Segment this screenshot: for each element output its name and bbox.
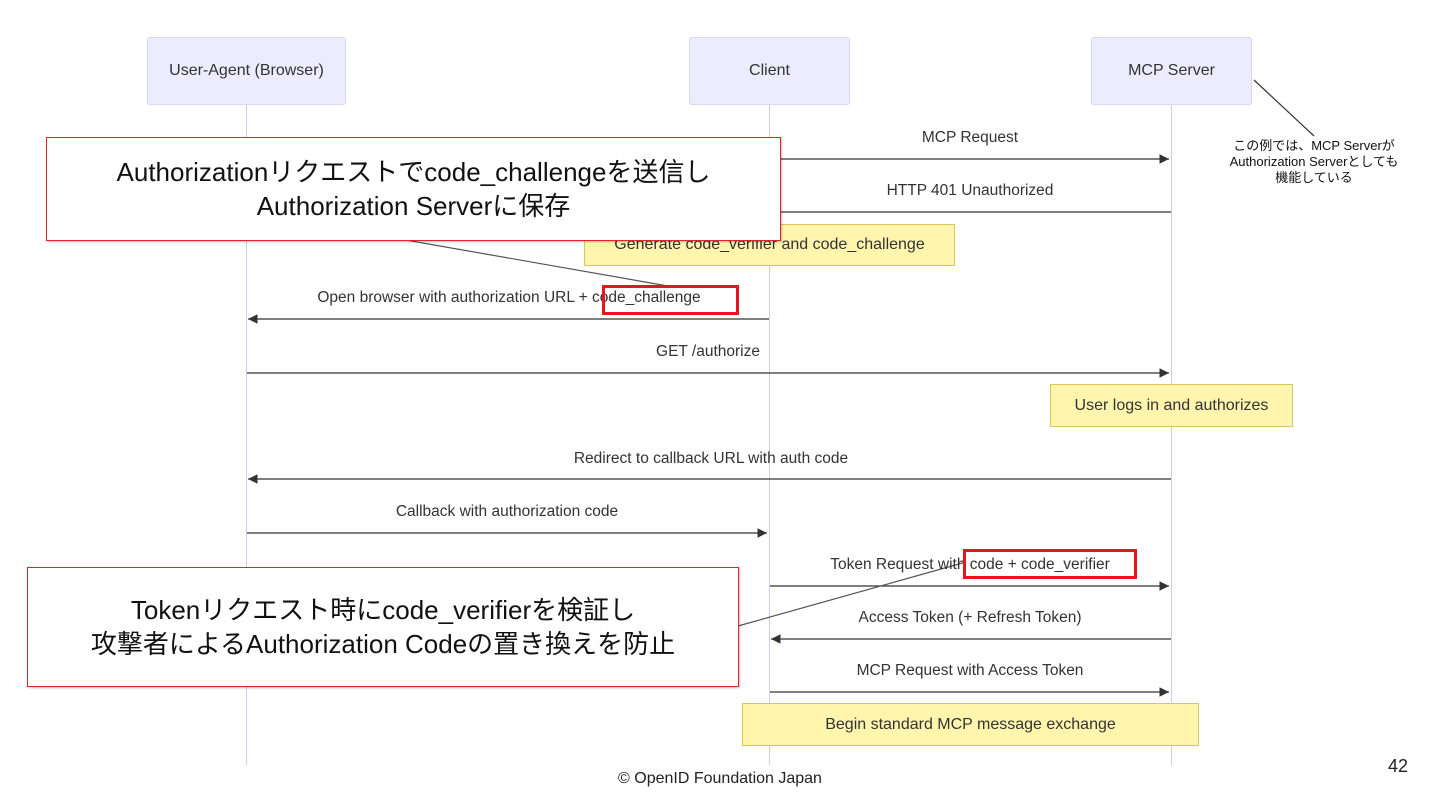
message-label: Redirect to callback URL with auth code [573, 450, 849, 467]
lifeline-server [1171, 105, 1172, 765]
highlight-code-verifier [963, 549, 1137, 579]
message-label: GET /authorize [656, 343, 760, 360]
participant-client-label: Client [749, 62, 790, 79]
participant-browser: User-Agent (Browser) [147, 37, 346, 105]
callout-verifier-line1: Tokenリクエスト時にcode_verifierを検証し [130, 595, 636, 625]
participant-server: MCP Server [1091, 37, 1252, 105]
page-number: 42 [1387, 756, 1408, 776]
message-label: MCP Request [921, 129, 1019, 146]
participant-client: Client [689, 37, 850, 105]
message-label: Access Token (+ Refresh Token) [858, 609, 1082, 626]
lifeline-browser [246, 105, 247, 765]
callout-challenge-line2: Authorization Serverに保存 [256, 191, 571, 221]
participant-browser-label: User-Agent (Browser) [169, 62, 324, 79]
message-label: MCP Request with Access Token [856, 662, 1084, 679]
participant-server-label: MCP Server [1128, 62, 1215, 79]
note-login-text: User logs in and authorizes [1074, 396, 1269, 414]
side-note-line3: 機能している [1275, 170, 1353, 185]
footer-copyright: © OpenID Foundation Japan [618, 770, 822, 787]
message-label: Callback with authorization code [395, 503, 619, 520]
note-begin-exchange: Begin standard MCP message exchange [742, 703, 1199, 746]
side-note-line2: Authorization Serverとしても [1229, 154, 1399, 169]
callout-code-verifier: Tokenリクエスト時にcode_verifierを検証し 攻撃者によるAuth… [27, 567, 739, 687]
highlight-code-challenge [602, 285, 739, 315]
lifeline-client [769, 105, 770, 765]
note-begin-text: Begin standard MCP message exchange [825, 715, 1116, 733]
message-label: HTTP 401 Unauthorized [886, 182, 1054, 199]
message-label: Token Request with code + code_verifier [830, 556, 1110, 573]
connector-side-note [1253, 79, 1315, 137]
callout-verifier-line2: 攻撃者によるAuthorization Codeの置き換えを防止 [90, 629, 676, 659]
side-note-line1: この例では、MCP Serverが [1233, 138, 1395, 153]
connector-challenge [399, 238, 669, 287]
note-user-login: User logs in and authorizes [1050, 384, 1293, 427]
connector-verifier [737, 561, 967, 627]
callout-code-challenge: Authorizationリクエストでcode_challengeを送信し Au… [46, 137, 781, 241]
callout-challenge-line1: Authorizationリクエストでcode_challengeを送信し [116, 157, 711, 187]
side-note: この例では、MCP Serverが Authorization Serverとし… [1212, 138, 1416, 186]
